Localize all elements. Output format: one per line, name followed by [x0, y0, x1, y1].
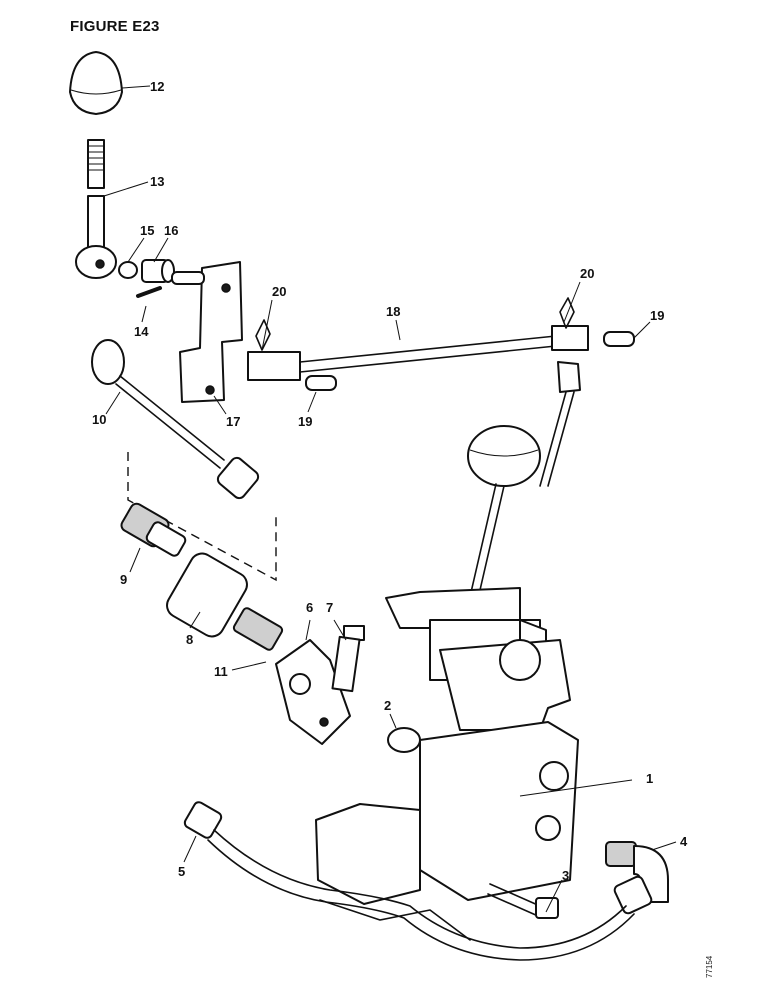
knob-part-12: [69, 51, 123, 115]
o-ring-part-2: [387, 727, 421, 753]
callout-1: 1: [646, 771, 653, 786]
callout-3: 3: [562, 868, 569, 883]
lever-rod-part-13: [75, 139, 117, 279]
callout-6: 6: [306, 600, 313, 615]
callout-19-left: 19: [298, 414, 312, 429]
callout-20-right: 20: [580, 266, 594, 281]
valve-block-part-1: [315, 639, 579, 941]
assembly-guide-line: [127, 452, 277, 582]
callout-10: 10: [92, 412, 106, 427]
bush-part-16: [141, 259, 175, 283]
o-ring-part-15: [118, 261, 138, 279]
callout-7: 7: [326, 600, 333, 615]
callout-20-left: 20: [272, 284, 286, 299]
leader-lines: [103, 85, 677, 913]
bracket-part-17: [171, 261, 243, 403]
bolt-part-7: [331, 625, 365, 693]
clevis-pin-part-19-right: [603, 331, 635, 347]
callout-5: 5: [178, 864, 185, 879]
elbow-fitting-part-4: [605, 841, 669, 915]
callout-18: 18: [386, 304, 400, 319]
callout-17: 17: [226, 414, 240, 429]
callout-13: 13: [150, 174, 164, 189]
clevis-end: [539, 361, 581, 487]
callout-4: 4: [680, 834, 688, 849]
mounting-plate-part-6: [275, 639, 351, 745]
callout-9: 9: [120, 572, 127, 587]
callout-8: 8: [186, 632, 193, 647]
figure-title: FIGURE E23: [70, 18, 160, 35]
callout-14: 14: [134, 324, 149, 339]
callout-11: 11: [214, 664, 228, 679]
drawing-reference: 77154: [705, 955, 714, 978]
bolt-part-3: [487, 883, 559, 919]
callout-15: 15: [140, 223, 154, 238]
callout-19-right: 19: [650, 308, 664, 323]
coupling-part-8: [166, 552, 248, 638]
callout-16: 16: [164, 223, 178, 238]
clevis-pin-part-19-left: [305, 375, 337, 391]
pipe-part-5: [183, 801, 635, 961]
pin-part-14: [136, 286, 162, 298]
clip-part-20-right: [559, 297, 575, 329]
pull-rod-part-10: [91, 339, 260, 500]
callout-12: 12: [150, 79, 164, 94]
fitting-part-9: [120, 502, 187, 557]
linkage-rod-part-18: [247, 325, 589, 381]
callout-2: 2: [384, 698, 391, 713]
connector-part-11: [232, 607, 284, 651]
